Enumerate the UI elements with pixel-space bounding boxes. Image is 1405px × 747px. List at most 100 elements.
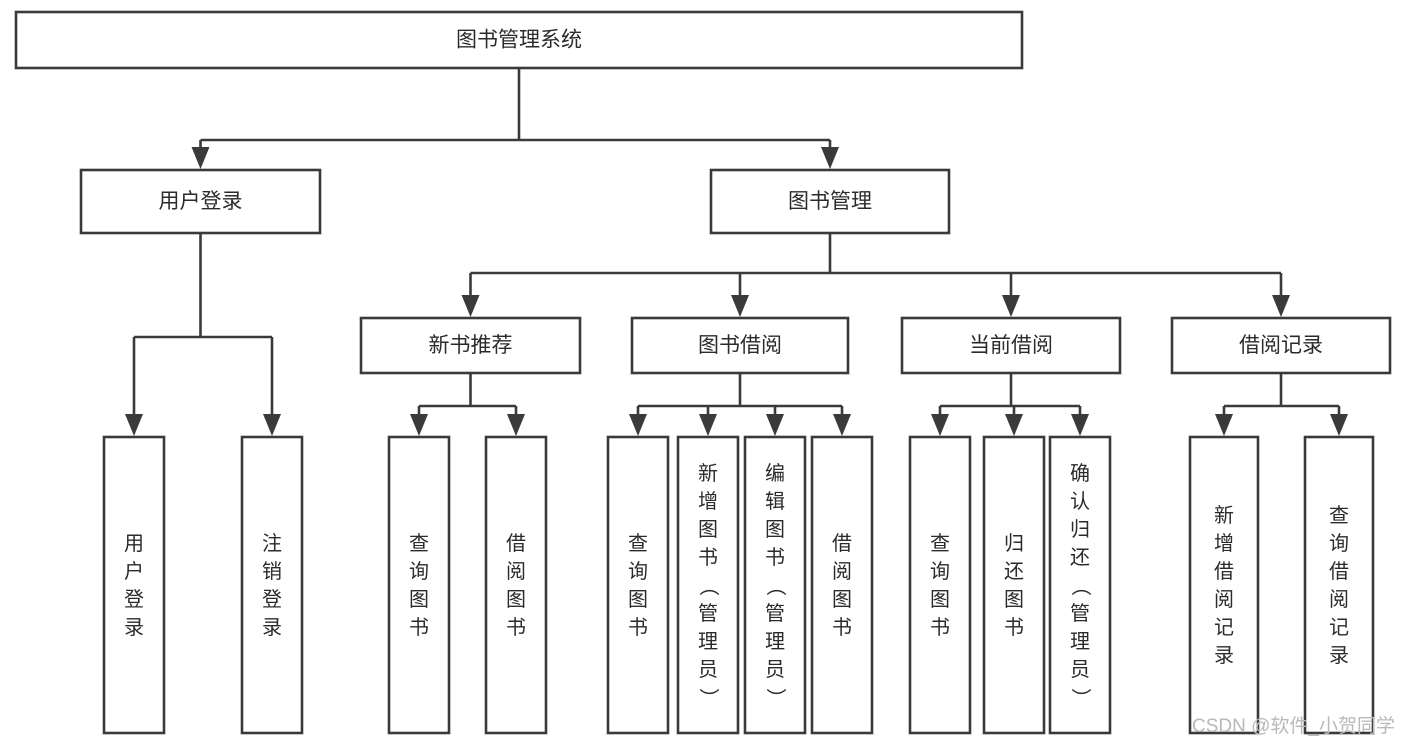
node-label-char: 登 [262, 588, 282, 611]
node-box-leaf-borrow-book-1 [484, 435, 548, 735]
node-label-char: 借 [1214, 560, 1234, 583]
node-label-borrow-record: 借阅记录 [1239, 334, 1323, 357]
node-book-borrow[interactable]: 图书借阅 [630, 316, 850, 375]
node-label-char: 图 [832, 589, 852, 611]
node-box-leaf-user-login [102, 435, 166, 735]
node-label-char: 图 [409, 589, 429, 611]
node-box-leaf-edit-book [743, 435, 807, 735]
node-label-char: 阅 [832, 560, 852, 583]
node-label-char: 录 [124, 617, 144, 639]
node-label-char: 新 [1214, 504, 1234, 527]
node-box-leaf-query-book-3 [908, 435, 972, 735]
node-label-char: 理 [1070, 631, 1090, 653]
node-label-char: 书 [930, 616, 950, 639]
node-label-char: 新 [698, 462, 718, 485]
node-box-user-login [79, 168, 322, 235]
node-label-char: 书 [506, 616, 526, 639]
watermark-label: CSDN @软件_小贺同学 [1192, 715, 1395, 737]
node-label-char: 借 [832, 532, 852, 555]
connector-group-user-login [125, 233, 281, 436]
node-label-char: 员 [765, 659, 785, 681]
connector-group-book-manage [461, 233, 1290, 317]
node-box-leaf-borrow-book-2 [810, 435, 874, 735]
node-box-root [14, 10, 1024, 70]
node-label-char: 还 [1070, 546, 1090, 569]
node-label-char: 确 [1070, 462, 1090, 485]
node-label-char: （ [697, 576, 720, 596]
node-label-char: 管 [698, 602, 718, 625]
node-label-char: 录 [262, 617, 282, 639]
node-box-new-book-rec [359, 316, 582, 375]
node-box-leaf-query-book-2 [606, 435, 670, 735]
node-label-char: 图 [698, 519, 718, 541]
node-borrow-record[interactable]: 借阅记录 [1170, 316, 1392, 375]
node-label-char: 归 [1004, 532, 1024, 555]
node-box-leaf-confirm-return [1048, 435, 1112, 735]
node-leaf-user-login[interactable]: 用户登录 [102, 435, 166, 735]
node-label-char: 询 [930, 560, 950, 583]
node-label-book-borrow: 图书借阅 [698, 334, 782, 357]
node-label-char: 用 [124, 533, 144, 555]
node-label-user-login: 用户登录 [159, 190, 243, 213]
node-label-char: 录 [1214, 645, 1234, 667]
node-label-char: 阅 [1329, 588, 1349, 611]
node-new-book-rec[interactable]: 新书推荐 [359, 316, 582, 375]
node-label-char: 询 [1329, 532, 1349, 555]
node-label-char: （ [1069, 576, 1092, 596]
node-label-new-book-rec: 新书推荐 [429, 334, 513, 357]
node-label-char: 管 [1070, 602, 1090, 625]
node-label-char: 辑 [765, 490, 785, 513]
node-label-char: 阅 [1214, 588, 1234, 611]
node-box-leaf-add-record [1188, 435, 1260, 735]
node-book-manage[interactable]: 图书管理 [709, 168, 951, 235]
node-user-login[interactable]: 用户登录 [79, 168, 322, 235]
node-label-char: 借 [1329, 560, 1349, 583]
node-label-char: 销 [262, 560, 282, 583]
node-label-char: 增 [1214, 532, 1234, 555]
node-label-char: 员 [698, 659, 718, 681]
node-current-borrow[interactable]: 当前借阅 [900, 316, 1122, 375]
node-label-char: 户 [124, 560, 144, 583]
node-label-char: 图 [1004, 589, 1024, 611]
node-label-char: 查 [930, 532, 950, 555]
node-label-char: 认 [1070, 490, 1090, 513]
connector-group-current-borrow [931, 373, 1089, 436]
node-label-char: 录 [1329, 645, 1349, 667]
node-layer: 图书管理系统用户登录图书管理新书推荐图书借阅当前借阅借阅记录用户登录注销登录查询… [14, 10, 1392, 735]
node-label-char: 理 [765, 631, 785, 653]
node-label-char: 增 [698, 490, 718, 513]
node-label-char: 书 [628, 616, 648, 639]
node-label-char: 编 [765, 462, 785, 485]
node-label-char: （ [764, 576, 787, 596]
node-box-current-borrow [900, 316, 1122, 375]
node-label-char: ） [764, 688, 787, 708]
node-label-char: 登 [124, 588, 144, 611]
node-label-char: 查 [409, 532, 429, 555]
connector-group-new-book-rec [410, 373, 525, 436]
node-label-char: 注 [262, 532, 282, 555]
node-box-book-manage [709, 168, 951, 235]
node-label-char: 图 [506, 589, 526, 611]
node-box-borrow-record [1170, 316, 1392, 375]
node-label-char: 图 [930, 589, 950, 611]
node-root[interactable]: 图书管理系统 [14, 10, 1024, 70]
node-label-char: 书 [409, 616, 429, 639]
node-label-current-borrow: 当前借阅 [969, 334, 1053, 357]
node-label-char: 记 [1214, 616, 1234, 639]
node-label-char: 归 [1070, 518, 1090, 541]
node-label-char: 询 [409, 560, 429, 583]
node-label-char: 查 [628, 532, 648, 555]
